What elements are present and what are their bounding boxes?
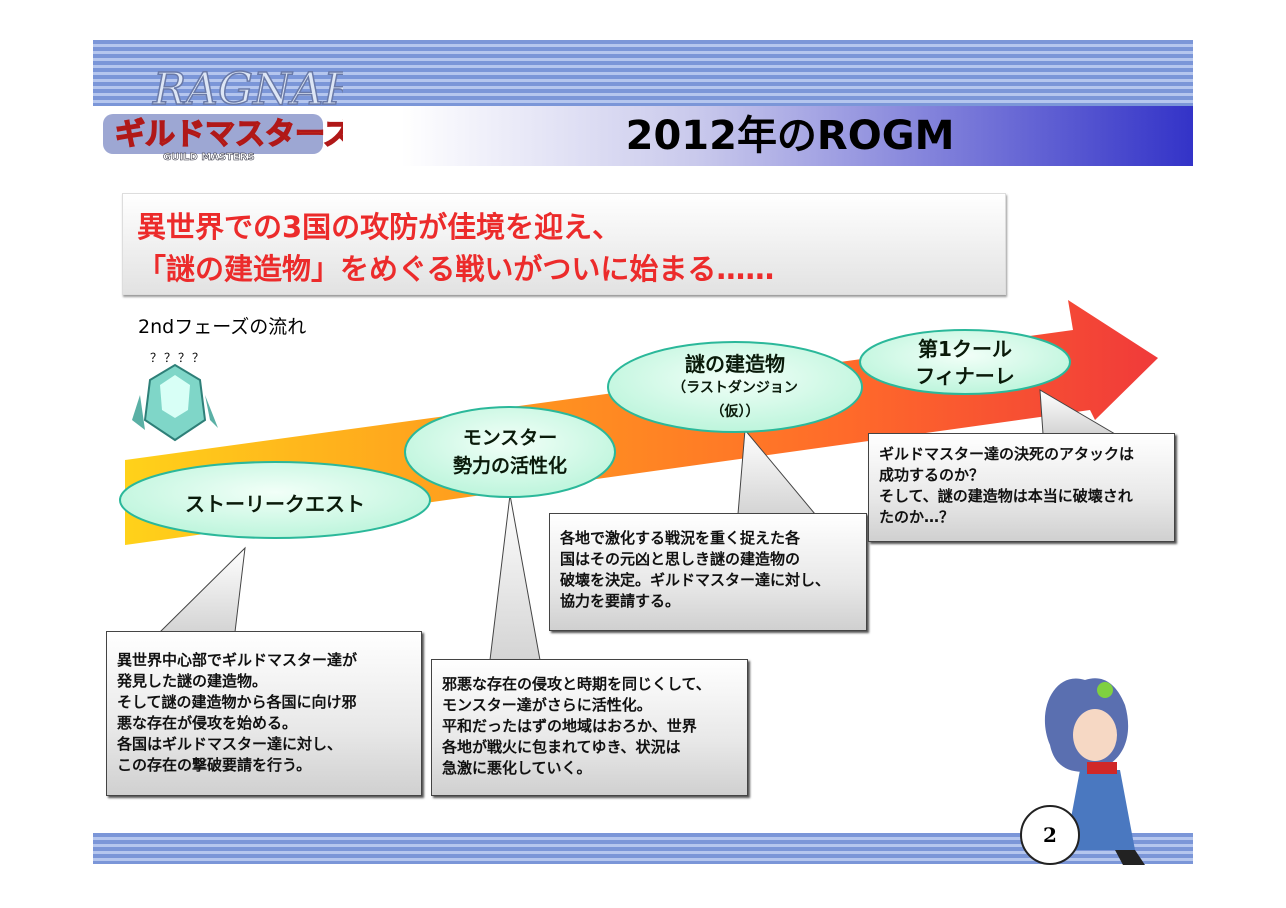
page-number: 2	[1020, 805, 1080, 865]
stage-ellipse	[859, 329, 1071, 395]
callout-line: 邪悪な存在の侵攻と時期を同じくして、	[442, 675, 711, 693]
callout-line: モンスター達がさらに活性化。	[442, 696, 652, 714]
headline-line-2: 「謎の建造物」をめぐる戦いがついに始まる……	[137, 252, 775, 286]
page-title: 2012年のROGM	[625, 113, 955, 159]
callout-line: 破壊を決定。ギルドマスター達に対し、	[560, 571, 831, 589]
callout-line: 協力を要請する。	[560, 592, 681, 610]
stage-label: フィナーレ	[915, 364, 1015, 388]
stage-label: （ラストダンジョン	[672, 380, 798, 396]
unknown-label: ？？？？	[150, 351, 207, 365]
character-illustration	[1044, 678, 1145, 865]
callout-line: 発見した謎の建造物。	[117, 672, 268, 690]
callout-tail	[158, 546, 246, 633]
stage-label: モンスター	[462, 427, 558, 449]
callout-mystery-building: 各地で激化する戦況を重く捉えた各 国はその元凶と思しき謎の建造物の 破壊を決定。…	[549, 513, 867, 631]
callout-story-quest: 異世界中心部でギルドマスター達が 発見した謎の建造物。 そして謎の建造物から各国…	[106, 631, 422, 796]
header-stripes	[93, 40, 1193, 106]
stage-mystery-building: 謎の建造物 （ラストダンジョン （仮））	[635, 352, 835, 424]
crystal-icon	[132, 363, 218, 442]
stage-ellipse	[404, 406, 616, 498]
stage-story-quest: ストーリークエスト	[150, 488, 400, 517]
stage-label: ストーリークエスト	[185, 492, 365, 516]
callout-line: この存在の撃破要請を行う。	[117, 756, 312, 774]
svg-text:RAGNAROK: RAGNAROK	[152, 64, 343, 115]
callout-line: そして、謎の建造物は本当に破壊され	[879, 487, 1133, 505]
stage-label: 第1クール	[918, 337, 1012, 361]
stage-ellipse	[607, 341, 863, 433]
callout-finale: ギルドマスター達の決死のアタックは 成功するのか？ そして、謎の建造物は本当に破…	[868, 433, 1175, 542]
callout-line: 国はその元凶と思しき謎の建造物の	[560, 550, 801, 568]
callout-line: 異世界中心部でギルドマスター達が	[117, 651, 358, 669]
stage-label: 勢力の活性化	[452, 455, 567, 477]
stage-ellipse	[119, 461, 431, 539]
callout-line: たのか…？	[879, 508, 955, 526]
svg-text:GUILD MASTERS: GUILD MASTERS	[163, 152, 255, 163]
callout-line: 各地が戦火に包まれてゆき、状況は	[442, 738, 681, 756]
footer-stripes	[93, 833, 1193, 864]
callout-line: 急激に悪化していく。	[442, 759, 592, 777]
stage-label: （仮））	[710, 404, 760, 420]
svg-text:ギルドマスターズ: ギルドマスターズ	[115, 117, 343, 152]
callout-line: 各国はギルドマスター達に対し、	[117, 735, 343, 753]
headline-line-1: 異世界での3国の攻防が佳境を迎え、	[137, 210, 622, 244]
callout-line: 平和だったはずの地域はおろか、世界	[442, 717, 697, 735]
callout-line: 各地で激化する戦況を重く捉えた各	[560, 529, 801, 547]
stage-monster: モンスター 勢力の活性化	[420, 424, 600, 480]
flow-label: 2ndフェーズの流れ	[138, 316, 307, 338]
headline-box: 異世界での3国の攻防が佳境を迎え、 「謎の建造物」をめぐる戦いがついに始まる……	[122, 193, 1006, 295]
callout-line: 悪な存在が侵攻を始める。	[117, 714, 298, 732]
callout-line: ギルドマスター達の決死のアタックは	[879, 445, 1135, 463]
callout-tail	[489, 494, 541, 661]
callout-line: 成功するのか？	[879, 466, 985, 484]
callout-line: そして謎の建造物から各国に向け邪	[117, 693, 357, 711]
ragnarok-guild-masters-logo: RAGNAROK ギルドマスターズ GUILD MASTERS	[103, 63, 343, 163]
stage-label: 謎の建造物	[685, 352, 785, 376]
stage-finale: 第1クール フィナーレ	[875, 336, 1055, 390]
callout-monster: 邪悪な存在の侵攻と時期を同じくして、 モンスター達がさらに活性化。 平和だったは…	[431, 659, 748, 796]
